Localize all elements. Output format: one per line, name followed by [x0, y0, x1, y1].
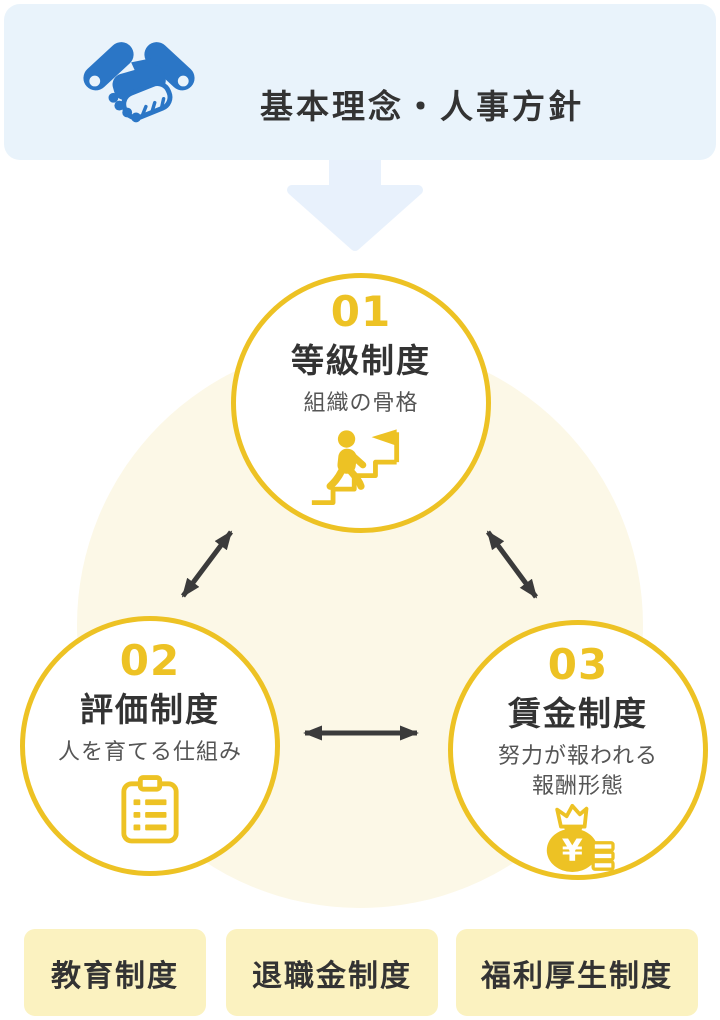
circle-grade-system: 01 等級制度 組織の骨格 — [231, 273, 491, 533]
checklist-icon — [121, 774, 179, 844]
circle-wage-system: 03 賃金制度 努力が報われる 報酬形態 ¥ — [448, 620, 708, 880]
down-arrow-head-icon — [287, 185, 423, 251]
circle-number: 03 — [547, 640, 609, 689]
box-label: 退職金制度 — [252, 958, 412, 994]
yen-symbol: ¥ — [562, 834, 583, 869]
circle-title: 賃金制度 — [508, 694, 648, 733]
circle-number: 02 — [119, 636, 181, 685]
circle-subtitle: 人を育てる仕組み — [57, 739, 242, 765]
stairs-climb-icon — [311, 429, 400, 505]
circle-subtitle: 努力が報われる 報酬形態 — [498, 743, 658, 799]
money-bag-icon: ¥ — [546, 804, 615, 873]
circle-title: 評価制度 — [80, 690, 220, 729]
circle-number: 01 — [330, 287, 392, 336]
box-education-system: 教育制度 — [24, 929, 206, 1016]
box-retirement-allowance-system: 退職金制度 — [226, 929, 438, 1016]
circle-evaluation-system: 02 評価制度 人を育てる仕組み — [20, 616, 280, 876]
box-label: 福利厚生制度 — [481, 958, 673, 994]
handshake-icon — [83, 42, 195, 123]
circle-title: 等級制度 — [291, 341, 431, 380]
header-banner: 基本理念・人事方針 — [4, 4, 716, 160]
box-welfare-benefits-system: 福利厚生制度 — [456, 929, 698, 1016]
box-label: 教育制度 — [51, 958, 179, 994]
circle-subtitle: 組織の骨格 — [303, 390, 419, 416]
page-title: 基本理念・人事方針 — [260, 87, 584, 127]
